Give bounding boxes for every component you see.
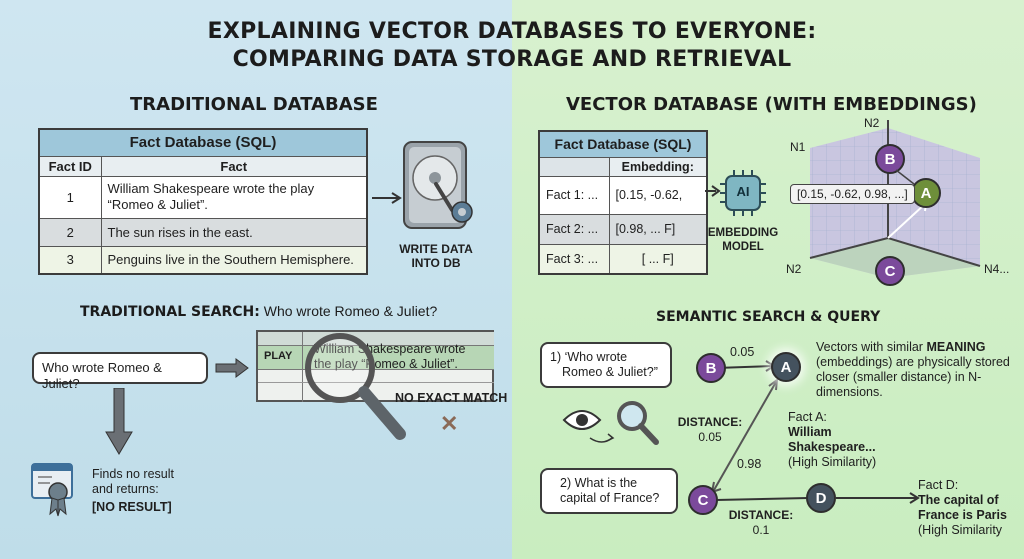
col-header-fact: Fact: [100, 155, 368, 177]
cell-embedding: [ ... F]: [608, 243, 708, 275]
play-cell: PLAY: [264, 350, 293, 362]
semantic-graph-links: [710, 360, 920, 504]
vector-fact-table: Fact Database (SQL) Embedding: Fact 1: .…: [538, 130, 708, 275]
cube-node-a: A: [911, 178, 941, 208]
distance-2-block: DISTANCE:0.1: [728, 508, 794, 537]
traditional-search-heading: TRADITIONAL SEARCH: Who wrote Romeo & Ju…: [80, 303, 438, 320]
cell-id: 2: [38, 217, 102, 247]
graph-node-c: C: [688, 485, 718, 515]
main-title-line2: COMPARING DATA STORAGE AND RETRIEVAL: [232, 47, 792, 72]
main-title-line1: EXPLAINING VECTOR DATABASES TO EVERYONE:: [207, 19, 817, 44]
table-row: 3 Penguins live in the Southern Hemisphe…: [38, 245, 368, 275]
cell-fact: Penguins live in the Southern Hemisphere…: [100, 245, 368, 275]
axis-n1: N1: [790, 140, 806, 154]
distance-1-block: DISTANCE:0.05: [677, 415, 743, 444]
graph-node-a: A: [771, 352, 801, 382]
cell-fact: Fact 3: ...: [538, 243, 610, 275]
hard-drive-icon: [403, 141, 473, 229]
ai-chip-label: AI: [736, 184, 750, 199]
table-row: Fact 2: ... [0.98, ... F]: [538, 213, 708, 245]
cell-fact: The sun rises in the east.: [100, 217, 368, 247]
cell-embedding: [0.15, -0.62,: [608, 175, 708, 215]
query-bubble: Who wrote Romeo & Juliet?: [32, 352, 208, 391]
magnifier-icon: [305, 333, 406, 440]
semantic-search-heading: SEMANTIC SEARCH & QUERY: [656, 309, 881, 325]
vector-value-box: [0.15, -0.62, 0.98, ...]: [790, 184, 915, 204]
col-header-embedding: Embedding:: [608, 156, 708, 177]
x-mark-icon: ✕: [440, 411, 459, 436]
left-panel-bg: [0, 0, 512, 559]
col-header-blank: [538, 156, 610, 177]
axis-n2-bottom: N2: [786, 262, 802, 276]
arrow-down-icon: [105, 388, 133, 455]
fact-a-result: Fact A: William Shakespeare... (High Sim…: [788, 410, 877, 469]
table-row: Fact 3: ... [ ... F]: [538, 243, 708, 275]
cell-fact: Fact 1: ...: [538, 175, 610, 215]
distance-c-a: 0.98: [737, 457, 762, 471]
eye-search-icon: [562, 401, 659, 445]
cell-embedding: [0.98, ... F]: [608, 213, 708, 245]
right-panel-bg: [512, 0, 1024, 559]
vector-table-caption: Fact Database (SQL): [538, 130, 708, 158]
cell-fact: Fact 2: ...: [538, 213, 610, 245]
graph-node-d: D: [806, 483, 836, 513]
distance-b-a: 0.05: [730, 345, 755, 359]
fact-d-result: Fact D: The capital of France is Paris (…: [918, 478, 1007, 537]
no-exact-match: NO EXACT MATCH: [395, 391, 508, 405]
fact-table-sql: Fact Database (SQL) Fact ID Fact 1 Willi…: [38, 128, 368, 275]
table-row: Fact 1: ... [0.15, -0.62,: [538, 175, 708, 215]
ai-chip-icon: [720, 170, 766, 216]
cell-id: 1: [38, 175, 102, 219]
cube-node-b: B: [875, 144, 905, 174]
arrow-to-disk-icon: [372, 192, 402, 204]
col-header-factid: Fact ID: [38, 155, 102, 177]
graph-node-b: B: [696, 353, 726, 383]
traditional-db-heading: TRADITIONAL DATABASE: [130, 94, 378, 115]
semantic-explanation: Vectors with similar MEANING (embeddings…: [816, 340, 1010, 399]
vector-db-heading: VECTOR DATABASE (WITH EMBEDDINGS): [566, 94, 977, 115]
query-text: Who wrote Romeo & Juliet?: [42, 360, 162, 391]
link-b-a: [895, 169, 915, 185]
table-row: 2 The sun rises in the east.: [38, 217, 368, 247]
arrow-to-ai-icon: [705, 185, 721, 197]
axis-n4: N4...: [984, 262, 1010, 276]
cell-fact: William Shakespeare wrote the play“Romeo…: [100, 175, 368, 219]
cell-id: 3: [38, 245, 102, 275]
table-caption: Fact Database (SQL): [38, 128, 368, 157]
certificate-icon: [31, 463, 73, 517]
cube-node-c: C: [875, 256, 905, 286]
table-row: 1 William Shakespeare wrote the play“Rom…: [38, 175, 368, 219]
axis-n2-top: N2: [864, 116, 880, 130]
arrow-right-icon: [215, 358, 249, 378]
